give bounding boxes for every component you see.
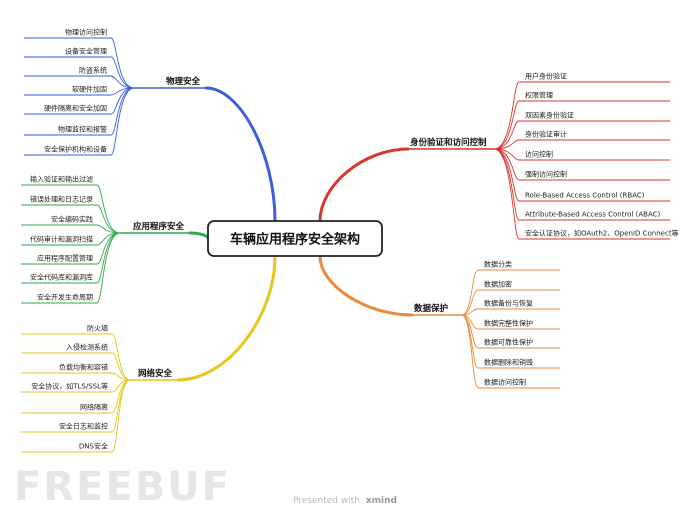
leaf-connector-appsec — [96, 204, 121, 234]
connector-network — [176, 254, 277, 382]
leaf-topic-network[interactable]: 防火墙 — [87, 324, 108, 333]
footer-brand: xmind — [366, 496, 397, 506]
leaf-topic-appsec[interactable]: 错误处理和日志记录 — [30, 195, 93, 204]
leaf-connector-identity — [493, 120, 520, 150]
leaf-topic-identity[interactable]: Role-Based Access Control (RBAC) — [525, 192, 645, 200]
leaf-topic-identity[interactable]: 身份验证审计 — [525, 130, 567, 139]
connector-physical — [204, 86, 277, 223]
leaf-topic-network[interactable]: 安全日志和监控 — [59, 422, 108, 431]
leaf-connector-data — [461, 314, 479, 389]
leaf-connector-identity — [493, 148, 520, 240]
connector-data — [318, 254, 414, 317]
leaf-topic-data[interactable]: 数据备份与恢复 — [484, 299, 533, 308]
leaf-topic-data[interactable]: 数据可靠性保护 — [484, 338, 533, 347]
leaf-topic-identity[interactable]: 双因素身份验证 — [525, 111, 574, 120]
leaf-connector-physical — [110, 87, 135, 115]
leaf-topic-identity[interactable]: 用户身份验证 — [525, 72, 567, 81]
leaf-topic-physical[interactable]: 硬件隔离和安全加固 — [44, 104, 107, 113]
leaf-connector-identity — [493, 139, 520, 150]
leaf-topic-physical[interactable]: 物理监控和报警 — [58, 125, 107, 134]
leaf-topic-physical[interactable]: 物理访问控制 — [65, 28, 107, 37]
leaf-topic-network[interactable]: 入侵检测系统 — [66, 343, 108, 352]
watermark-text: FREEBUF — [14, 464, 231, 510]
branch-label-data[interactable]: 数据保护 — [414, 303, 449, 314]
leaf-connector-network — [111, 379, 131, 453]
branch-label-appsec[interactable]: 应用程序安全 — [133, 221, 185, 232]
leaf-topic-appsec[interactable]: 应用程序配置管理 — [37, 254, 93, 263]
connector-identity — [318, 147, 410, 223]
leaf-connector-network — [111, 352, 131, 381]
leaf-topic-identity[interactable]: 安全认证协议，如OAuth2、OpenID Connect等 — [525, 229, 679, 238]
leaf-connector-physical — [110, 87, 135, 136]
leaf-topic-network[interactable]: 安全协议，如TLS/SSL等 — [31, 382, 108, 391]
footer-prefix: Presented with — [293, 496, 360, 506]
leaf-topic-appsec[interactable]: 代码审计和漏洞扫描 — [30, 235, 93, 244]
leaf-topic-appsec[interactable]: 安全代码库和漏洞库 — [30, 273, 93, 282]
leaf-connector-identity — [493, 100, 520, 150]
branch-label-identity[interactable]: 身份验证和访问控制 — [409, 137, 487, 148]
leaf-topic-data[interactable]: 数据完整性保护 — [484, 319, 533, 328]
leaf-topic-data[interactable]: 数据加密 — [484, 280, 512, 289]
leaf-connector-appsec — [96, 184, 121, 234]
leaf-connector-physical — [110, 37, 135, 89]
leaf-connector-physical — [110, 75, 135, 89]
central-topic[interactable]: 车辆应用程序安全架构 — [207, 220, 383, 257]
leaf-topic-physical[interactable]: 设备安全管理 — [65, 47, 107, 56]
leaf-connector-data — [461, 269, 479, 316]
leaf-connector-network — [111, 379, 131, 433]
leaf-topic-data[interactable]: 数据分类 — [484, 260, 512, 269]
connectors — [21, 37, 670, 453]
leaf-connector-physical — [110, 56, 135, 89]
leaf-topic-appsec[interactable]: 安全开发生命周期 — [37, 293, 93, 302]
leaf-topic-identity[interactable]: 强制访问控制 — [525, 170, 567, 179]
branch-label-physical[interactable]: 物理安全 — [166, 76, 201, 87]
leaf-connector-data — [461, 289, 479, 316]
leaf-topic-network[interactable]: DNS安全 — [79, 442, 108, 451]
nodes: 物理安全 物理访问控制设备安全管理防盗系统软硬件加固硬件隔离和安全加固物理监控和报… — [30, 28, 679, 451]
leaf-topic-data[interactable]: 数据访问控制 — [484, 378, 526, 387]
leaf-topic-identity[interactable]: Attribute-Based Access Control (ABAC) — [525, 211, 660, 219]
leaf-topic-physical[interactable]: 安全保护机构和设备 — [44, 145, 107, 154]
leaf-topic-physical[interactable]: 软硬件加固 — [72, 85, 107, 94]
freebuf-watermark: FREEBUF — [14, 464, 231, 510]
leaf-topic-network[interactable]: 网络隔离 — [80, 403, 108, 412]
branch-label-network[interactable]: 网络安全 — [138, 368, 173, 379]
leaf-topic-identity[interactable]: 访问控制 — [525, 150, 553, 159]
leaf-topic-network[interactable]: 负载均衡和容错 — [59, 363, 108, 372]
leaf-topic-identity[interactable]: 权限管理 — [525, 91, 553, 100]
leaf-topic-data[interactable]: 数据删除和销毁 — [484, 358, 533, 367]
leaf-topic-physical[interactable]: 防盗系统 — [79, 66, 107, 75]
footer-credit: Presented with xmind — [293, 496, 397, 506]
connector-appsec — [188, 231, 210, 240]
central-topic-label: 车辆应用程序安全架构 — [230, 232, 360, 248]
leaf-topic-appsec[interactable]: 安全编码实践 — [51, 215, 93, 224]
leaf-connector-physical — [110, 87, 135, 156]
leaf-connector-network — [111, 333, 131, 381]
leaf-connector-appsec — [96, 232, 121, 304]
leaf-topic-appsec[interactable]: 输入验证和输出过滤 — [30, 175, 93, 184]
